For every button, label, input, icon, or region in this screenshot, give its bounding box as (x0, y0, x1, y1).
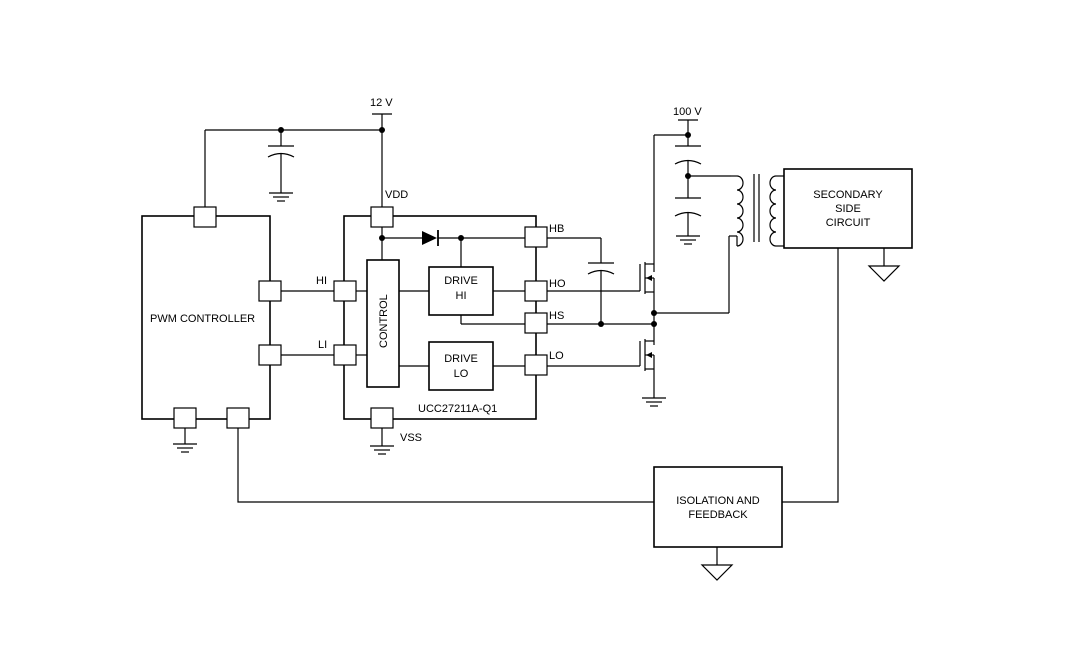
high-side-mosfet-icon (639, 262, 655, 294)
pwm-controller-label: PWM CONTROLLER (150, 313, 255, 325)
bootstrap-capacitor (547, 237, 615, 327)
bootstrap-diode-icon (422, 230, 439, 246)
isolation-label-line2: FEEDBACK (688, 509, 748, 521)
driver-ic-label: UCC27211A-Q1 (418, 403, 497, 415)
drive-hi-label-line1: DRIVE (444, 275, 478, 287)
secondary-to-isolation-wire (782, 248, 839, 503)
hv-rail-label: 100 V (673, 106, 702, 118)
drive-lo-block (428, 341, 494, 391)
ho-pin-label: HO (549, 278, 566, 290)
pwm-li-pin (258, 344, 282, 366)
pwm-hi-pin (258, 280, 282, 302)
control-block (366, 259, 400, 388)
lo-pin-label: LO (549, 350, 564, 362)
vdd-decoupling-capacitor (267, 130, 295, 202)
secondary-side-block: SECONDARY SIDE CIRCUIT (783, 168, 913, 282)
pwm-vdd-pin (193, 206, 217, 228)
hb-pin (524, 226, 548, 248)
isolation-feedback-block: ISOLATION AND FEEDBACK (653, 466, 783, 581)
feedback-wire (237, 428, 654, 503)
pwm-gnd-pin (173, 407, 197, 429)
driver-ic-block: VDD VSS HB HO HS LO UCC27211A-Q1 CONTROL… (333, 189, 566, 444)
vdd-pin-label: VDD (385, 189, 408, 201)
drive-lo-label-line1: DRIVE (444, 353, 478, 365)
switch-node (651, 236, 730, 345)
hi-pin (333, 280, 357, 302)
drive-lo-label-line2: LO (454, 368, 469, 380)
control-label: CONTROL (378, 294, 390, 348)
secondary-label-line1: SECONDARY (813, 189, 883, 201)
ho-pin (524, 280, 548, 302)
pwm-controller-block: PWM CONTROLLER (141, 206, 282, 429)
hv-supply: 100 V (653, 106, 731, 272)
vdd-pin (370, 206, 394, 228)
pwm-ground (173, 428, 197, 453)
vdd-supply: 12 V (204, 97, 393, 207)
secondary-label-line3: CIRCUIT (826, 217, 871, 229)
drive-hi-label-line2: HI (456, 290, 467, 302)
hb-pin-label: HB (549, 223, 564, 235)
lo-pin (524, 354, 548, 376)
pwm-fb-pin (226, 407, 250, 429)
low-side-mosfet-icon (639, 339, 666, 407)
transformer-icon (729, 174, 784, 247)
vdd-rail-label: 12 V (370, 97, 393, 109)
li-label: LI (318, 339, 327, 351)
hi-label: HI (316, 275, 327, 287)
vss-pin (370, 407, 394, 429)
isolation-label-line1: ISOLATION AND (676, 495, 760, 507)
vss-ground (370, 428, 394, 455)
hs-pin-label: HS (549, 310, 564, 322)
vss-pin-label: VSS (400, 432, 422, 444)
hs-pin (524, 312, 548, 334)
li-pin (333, 344, 357, 366)
secondary-label-line2: SIDE (835, 203, 861, 215)
